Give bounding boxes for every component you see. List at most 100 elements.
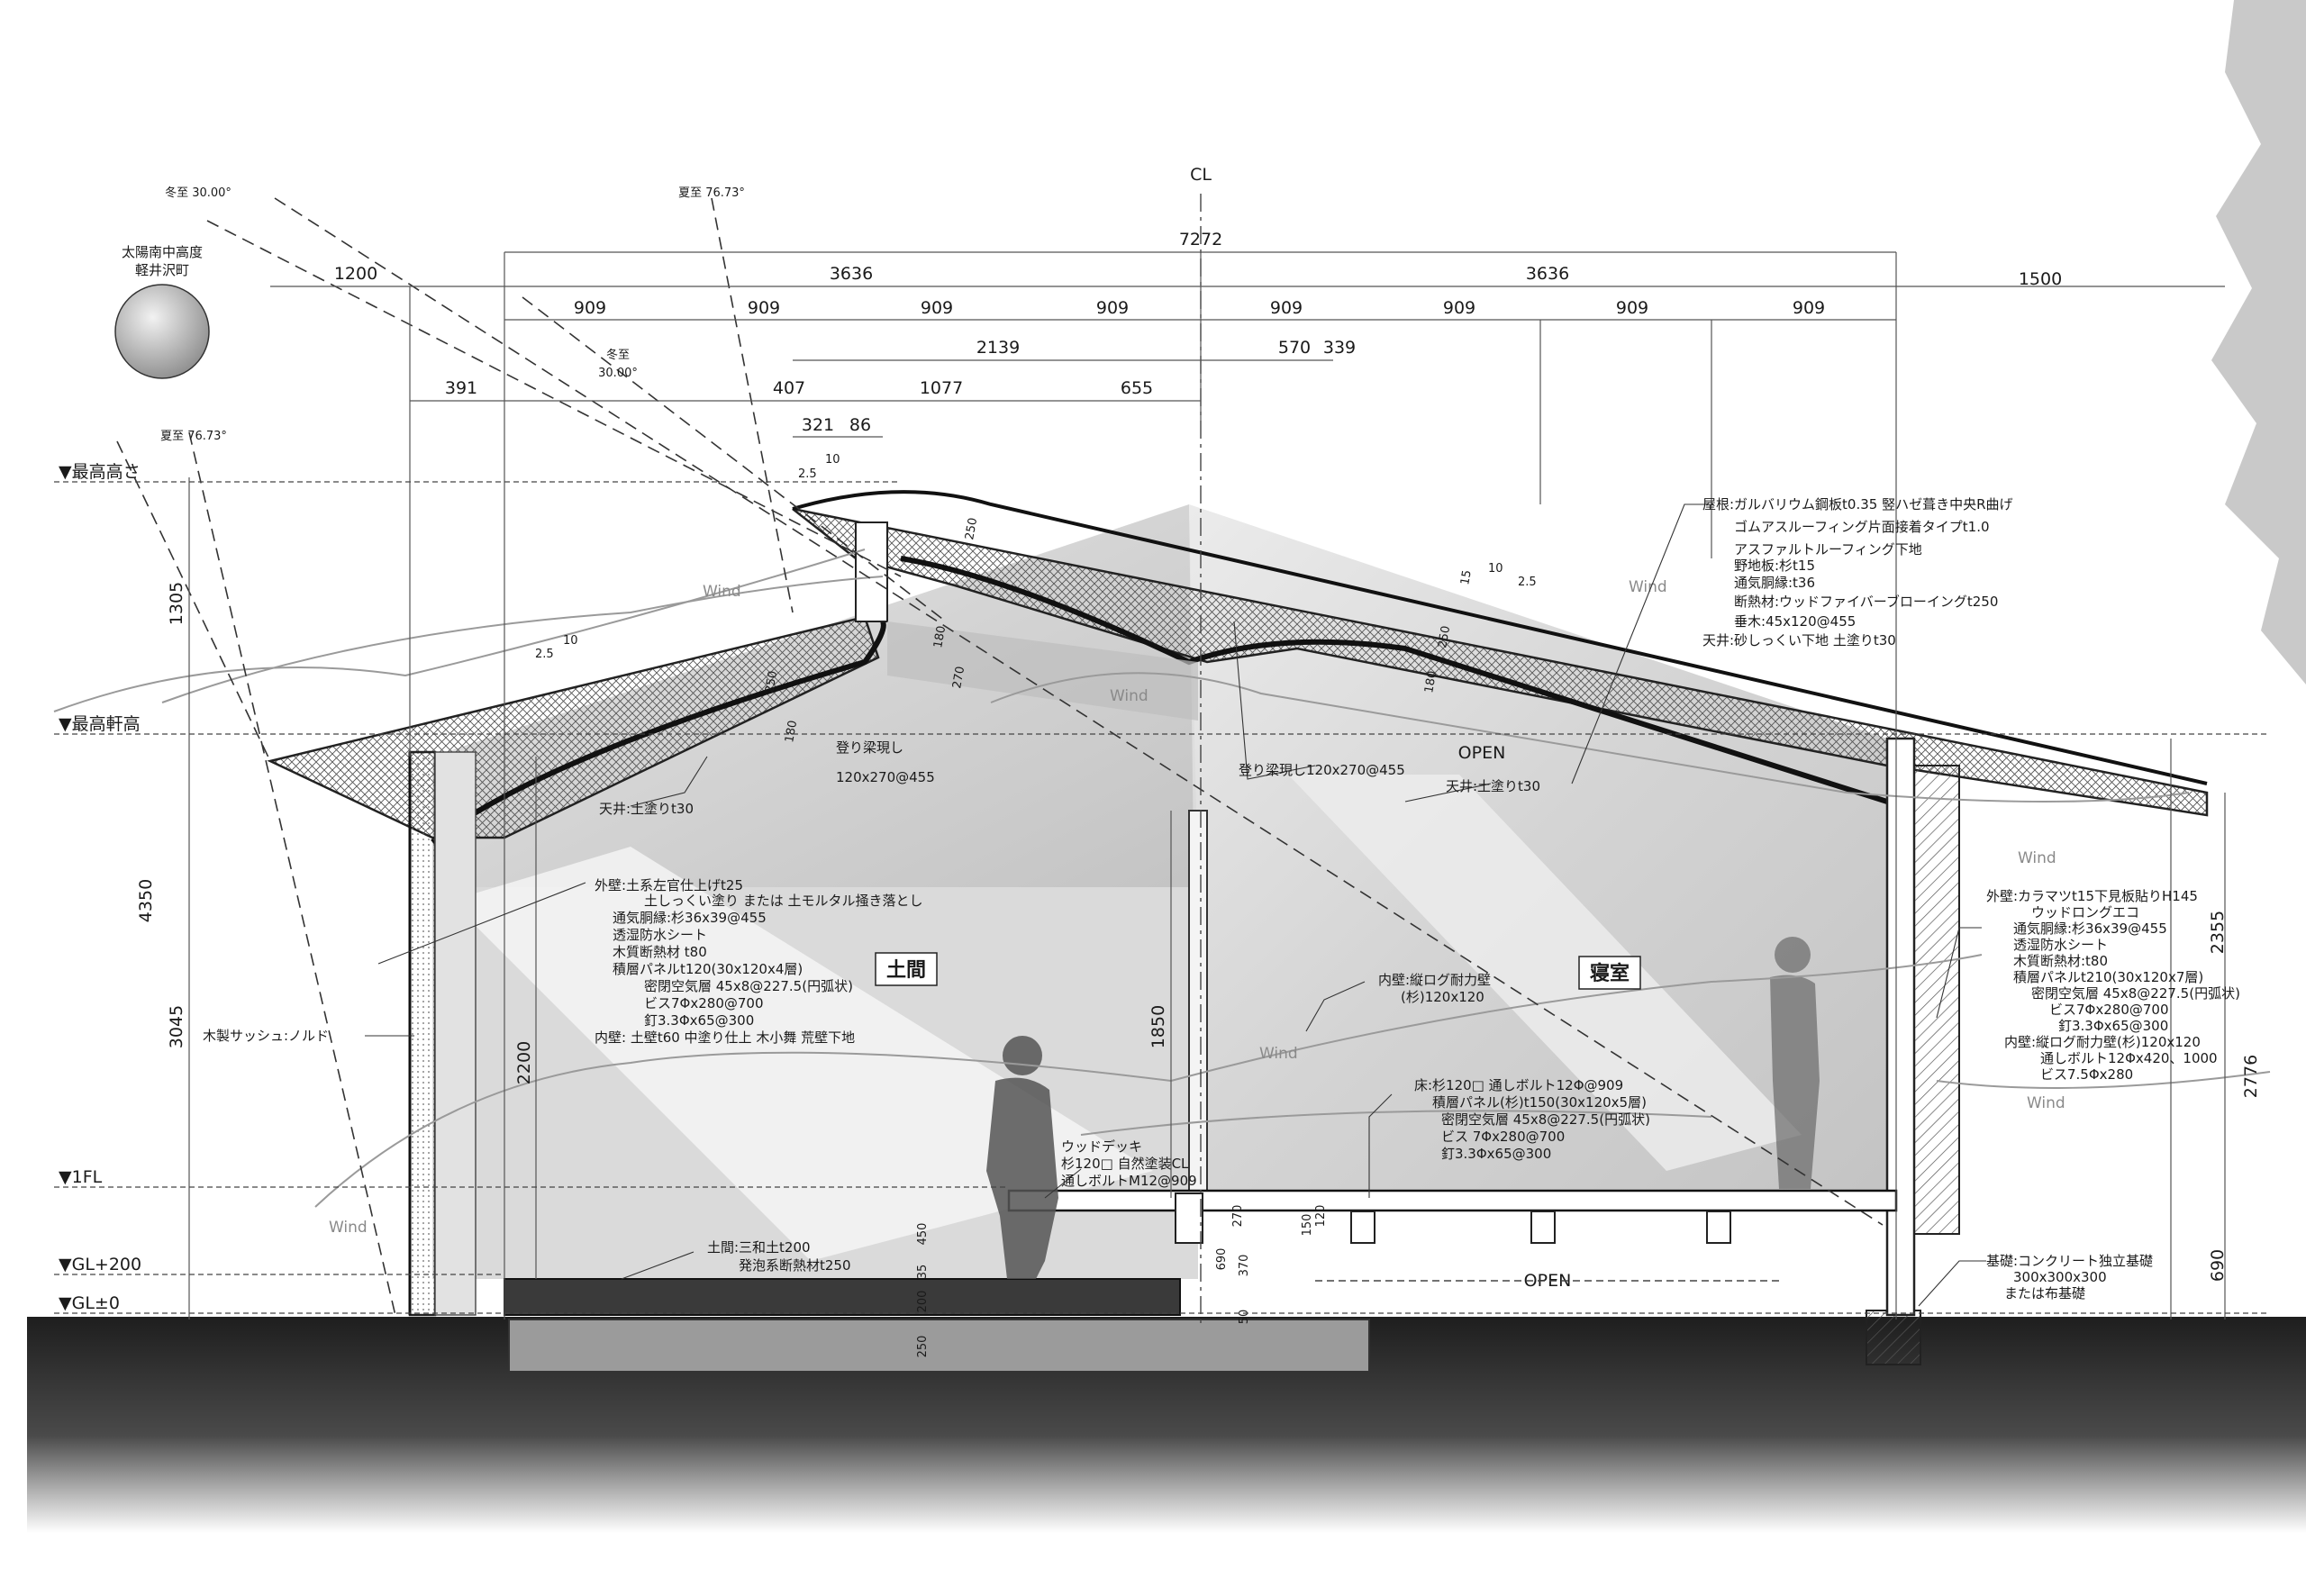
roof-note-3: アスファルトルーフィング下地: [1734, 541, 1922, 558]
beam-right-note: 登り梁現し120x270@455: [1239, 762, 1405, 778]
roof-dim-5: 270: [950, 666, 967, 690]
wind-label-5: Wind: [2027, 1094, 2065, 1112]
vertical-dimension-lines: [188, 477, 2226, 1319]
slope-left-a: 2.5: [798, 467, 817, 481]
dim-overall: 7272: [1179, 230, 1222, 249]
left-wall-notes: 外壁:土系左官仕上げt25 土しっくい塗り または 土モルタル掻き落とし 通気胴…: [595, 877, 923, 1046]
vdim-4350: 4350: [136, 879, 156, 922]
inner-wall-note-1: 内壁:縦ログ耐力壁: [1378, 972, 1491, 988]
vdim-270: 270: [1231, 1205, 1245, 1228]
floor-note-5: 釘3.3Φx65@300: [1441, 1146, 1551, 1162]
slope-right-b: 10: [1488, 562, 1503, 576]
ceiling-curve-left: [431, 620, 886, 845]
level-gl0: ▼GL±0: [59, 1293, 120, 1313]
wall-left-note-8: ビス7Φx280@700: [644, 995, 764, 1011]
level-gl200: ▼GL+200: [59, 1255, 141, 1274]
dim-row4-2: 570: [1278, 338, 1311, 358]
beam-left-note-1: 登り梁現し: [836, 739, 903, 756]
dimension-lines: [270, 251, 2225, 1319]
wall-left-note-3: 通気胴縁:杉36x39@455: [613, 910, 767, 926]
left-wall-finish: [434, 751, 477, 1316]
right-wall-cladding: [1913, 765, 1960, 1235]
interior-volume-right: [1189, 504, 1887, 1198]
dim-module-5: 909: [1270, 298, 1303, 318]
ceiling-left-note: 天井:土塗りt30: [599, 801, 694, 817]
earth-floor-note-2: 発泡系断熱材t250: [739, 1257, 851, 1274]
joist-2: [1530, 1211, 1556, 1244]
foundation-note-3: または布基礎: [2004, 1285, 2085, 1301]
level-max-height: ▼最高高さ: [59, 462, 141, 482]
light-shaft: [450, 847, 1153, 1261]
dim-row4-3: 339: [1323, 338, 1356, 358]
dim-module-1: 909: [574, 298, 606, 318]
roof-note-1: 屋根:ガルバリウム鋼板t0.35 竪ハゼ葺き中央R曲げ: [1702, 496, 2013, 512]
dim-module-3: 909: [921, 298, 953, 318]
wall-right-note-2: ウッドロングエコ: [2031, 904, 2139, 920]
sun-angle-summer-top: 夏至 76.73°: [678, 186, 745, 200]
dim-module-7: 909: [1616, 298, 1648, 318]
wind-label-3: Wind: [2018, 849, 2056, 867]
dim-module-4: 909: [1096, 298, 1129, 318]
person-silhouette-right: [1770, 937, 1820, 1189]
leader-lines: [365, 503, 1986, 1307]
wall-left-note-4: 透湿防水シート: [613, 927, 707, 943]
roof-dim-7: 15: [1458, 569, 1475, 586]
raised-floor: [1007, 1189, 1898, 1212]
vdim-2776: 2776: [2241, 1055, 2261, 1098]
level-lines: [54, 481, 2270, 1314]
dim-row4-1: 2139: [976, 338, 1020, 358]
vdim-3045: 3045: [167, 1005, 186, 1048]
dim-row5-3: 1077: [920, 378, 963, 398]
joist-1: [1350, 1211, 1375, 1244]
dim-row5-4: 655: [1121, 378, 1153, 398]
deck-foundation: [1866, 1310, 1921, 1365]
room-bedroom: 寝室: [1590, 962, 1630, 985]
vdim-200: 200: [916, 1291, 930, 1313]
wall-right-note-4: 透湿防水シート: [2013, 937, 2108, 953]
wall-left-note-7: 密閉空気層 45x8@227.5(円弧状): [644, 978, 853, 994]
dim-module-8: 909: [1793, 298, 1825, 318]
sun-angle-lines: [116, 197, 1884, 1320]
earth-floor-foundation: [508, 1319, 1370, 1373]
sloped-beam: [887, 621, 1198, 721]
vdim-150: 150: [1301, 1214, 1314, 1237]
tree-foliage: [2211, 0, 2306, 685]
earth-floor-note-1: 土間:三和土t200: [707, 1239, 811, 1256]
wall-right-note-12: ビス7.5Φx280: [2040, 1066, 2133, 1083]
wall-right-note-3: 通気胴縁:杉36x39@455: [2013, 920, 2167, 937]
dim-row2-3: 3636: [1526, 264, 1569, 284]
roof-note-7: 垂木:45x120@455: [1734, 613, 1856, 630]
sun-angle-winter-mid-2: 30.00°: [598, 367, 638, 380]
beam-left-note-2: 120x270@455: [836, 769, 935, 785]
light-shaft-2: [1288, 775, 1802, 1171]
slope-right-a: 2.5: [1518, 576, 1537, 589]
roof-note-4: 野地板:杉t15: [1734, 558, 1815, 574]
wall-left-note-9: 釘3.3Φx65@300: [644, 1012, 754, 1029]
wind-streams: [53, 549, 2271, 1208]
vdim-1305: 1305: [167, 582, 186, 625]
centerline-label: CL: [1190, 165, 1212, 185]
floor-note-4: ビス 7Φx280@700: [1441, 1129, 1565, 1145]
wall-left-note-5: 木質断熱材 t80: [613, 944, 707, 960]
dim-row6-2: 86: [849, 415, 871, 435]
floor-note-3: 密閉空気層 45x8@227.5(円弧状): [1441, 1111, 1650, 1128]
floor-notes: 床:杉120□ 通しボルト12Φ@909 積層パネル(杉)t150(30x120…: [1414, 1077, 1650, 1162]
slope-mid-b: 10: [563, 634, 578, 648]
left-wall: [408, 750, 437, 1317]
vdim-120: 120: [1314, 1205, 1328, 1228]
roof-right-slab: [792, 507, 2209, 817]
interior-log-wall: [1188, 810, 1208, 1199]
sun-angle-winter-top: 冬至 30.00°: [165, 186, 232, 200]
dim-row2-1: 1200: [334, 264, 377, 284]
deck-note-1: ウッドデッキ: [1061, 1138, 1142, 1155]
deck-beam: [1175, 1192, 1203, 1244]
wall-right-note-5: 木質断熱材:t80: [2013, 953, 2108, 969]
wind-label-7: Wind: [1629, 578, 1667, 596]
room-bedroom-box: [1578, 956, 1641, 990]
deck-note-2: 杉120□ 自然塗装CL: [1061, 1156, 1189, 1172]
dim-row6-1: 321: [802, 415, 834, 435]
earth-floor: [504, 1278, 1181, 1316]
sun-symbol: [114, 284, 210, 379]
room-doma-box: [875, 952, 938, 986]
